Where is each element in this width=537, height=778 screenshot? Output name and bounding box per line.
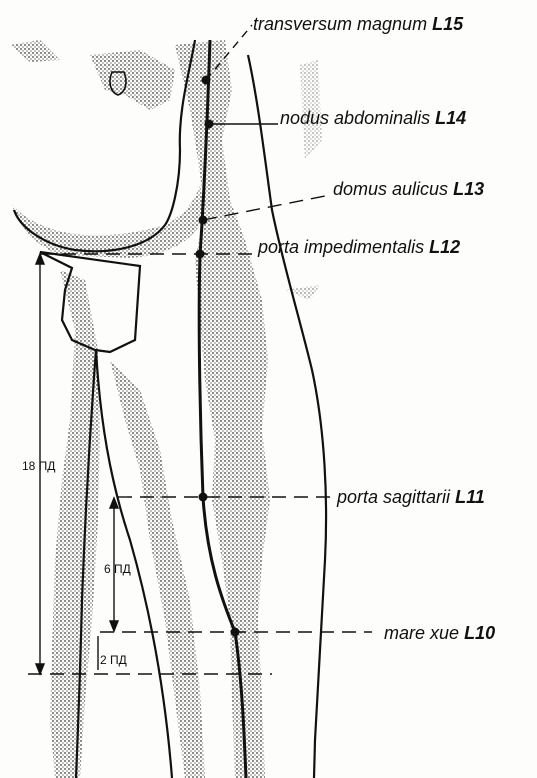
label-l10: mare xue L10 <box>384 623 495 643</box>
point-l11 <box>199 493 208 502</box>
point-l15 <box>202 76 211 85</box>
measure-lower-label: 2 ПД <box>100 653 127 667</box>
point-l12 <box>196 250 205 259</box>
point-l10 <box>231 628 240 637</box>
point-l13 <box>199 216 208 225</box>
measure-upper-label: 6 ПД <box>104 562 131 576</box>
label-l11: porta sagittarii L11 <box>336 487 485 507</box>
point-l14 <box>205 120 214 129</box>
measure-total-label: 18 ПД <box>22 459 55 473</box>
label-l15: transversum magnum L15 <box>253 14 464 34</box>
label-l12: porta impedimentalis L12 <box>257 237 460 257</box>
label-l14: nodus abdominalis L14 <box>280 108 466 128</box>
label-l13: domus aulicus L13 <box>333 179 484 199</box>
shading <box>10 40 322 778</box>
